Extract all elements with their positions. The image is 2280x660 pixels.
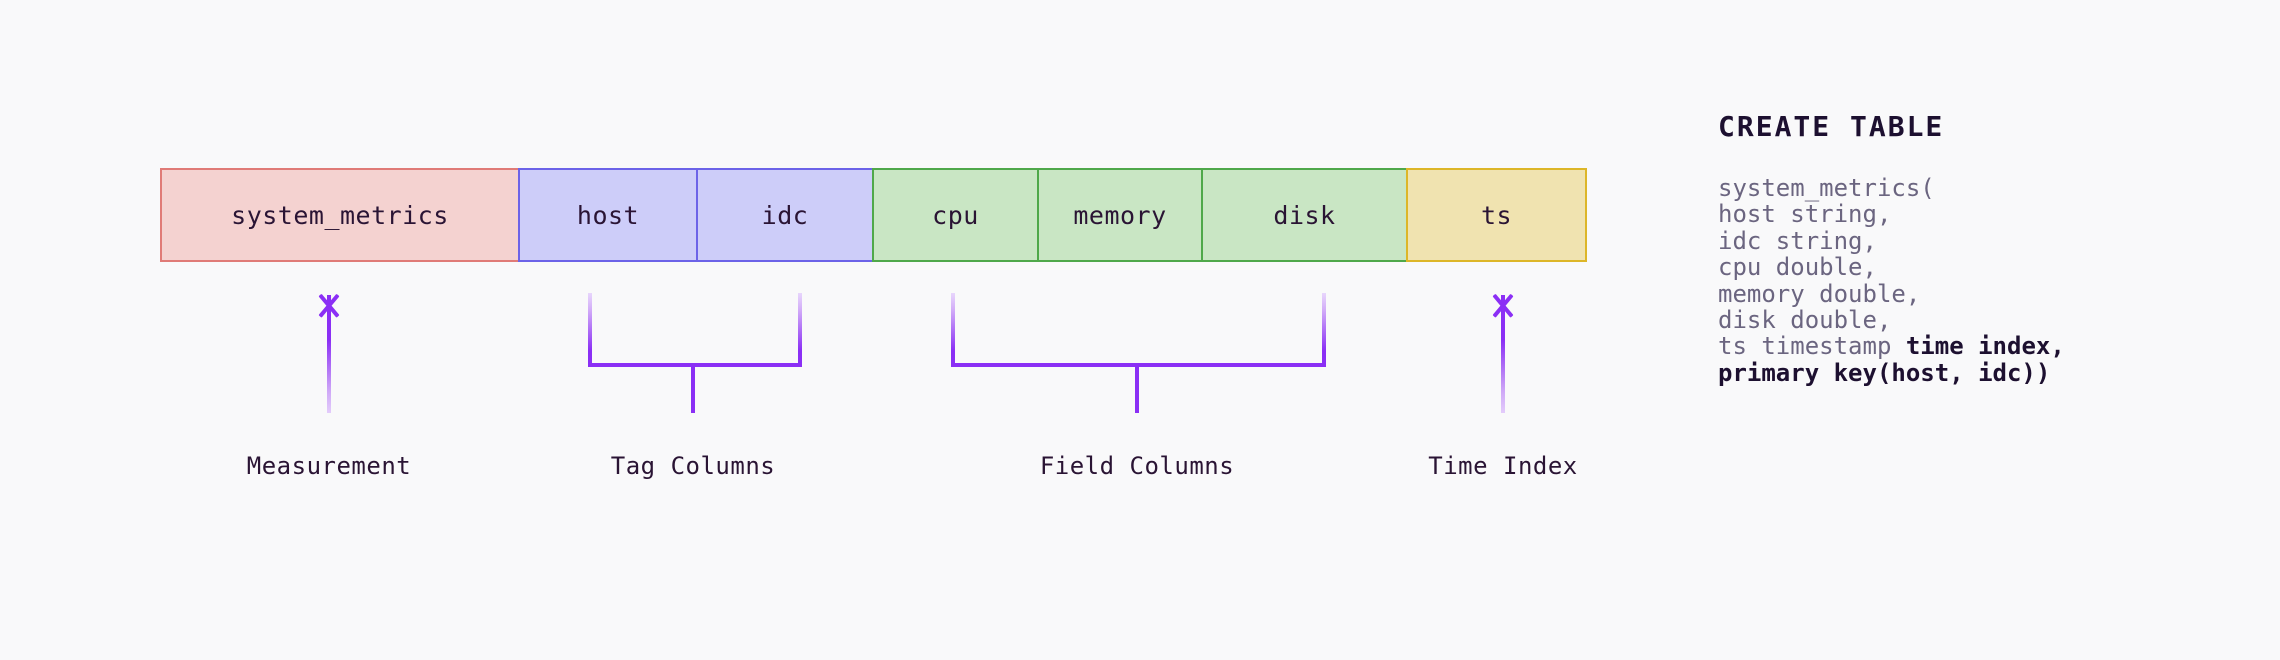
table-cell-label: cpu bbox=[932, 200, 979, 230]
table-cell-cpu: cpu bbox=[872, 168, 1039, 262]
arrow-head bbox=[1485, 293, 1521, 321]
table-cell-label: system_metrics bbox=[231, 200, 449, 230]
table-cell-system_metrics: system_metrics bbox=[160, 168, 520, 262]
caption-tag-columns: Tag Columns bbox=[610, 452, 776, 480]
bracket-stem bbox=[691, 367, 695, 413]
table-schema-row: system_metrics host idc cpu memory disk ts bbox=[160, 168, 1587, 262]
code-panel-title: CREATE TABLE bbox=[1718, 110, 1945, 143]
code-line: primary key(host, idc)) bbox=[1718, 360, 2238, 386]
bracket-bar bbox=[588, 363, 802, 367]
code-line: host string, bbox=[1718, 201, 2238, 227]
code-keyword: time index, bbox=[1905, 332, 2065, 361]
code-line: idc string, bbox=[1718, 228, 2238, 254]
table-cell-label: memory bbox=[1073, 200, 1167, 230]
bracket-leg-left bbox=[951, 293, 955, 367]
code-text: cpu double, bbox=[1718, 253, 1877, 282]
code-line: system_metrics( bbox=[1718, 175, 2238, 201]
code-text: idc string, bbox=[1718, 226, 1877, 255]
code-line: disk double, bbox=[1718, 307, 2238, 333]
code-panel-body: system_metrics(host string,idc string,cp… bbox=[1718, 175, 2238, 386]
caption-time-index: Time Index bbox=[1428, 452, 1578, 480]
bracket-leg-right bbox=[1322, 293, 1326, 367]
table-cell-label: idc bbox=[761, 200, 809, 230]
table-cell-host: host bbox=[518, 168, 698, 262]
bracket-leg-left bbox=[588, 293, 592, 367]
arrow-up-icon-time-index bbox=[1492, 293, 1514, 413]
table-cell-ts: ts bbox=[1406, 168, 1587, 262]
code-text: disk double, bbox=[1718, 306, 1892, 335]
bracket-stem bbox=[1135, 367, 1139, 413]
table-cell-disk: disk bbox=[1201, 168, 1408, 262]
code-line: cpu double, bbox=[1718, 254, 2238, 280]
code-line: ts timestamp time index, bbox=[1718, 333, 2238, 359]
bracket-bar bbox=[951, 363, 1326, 367]
bracket-connector-field-columns bbox=[951, 293, 1326, 413]
caption-field-columns: Field Columns bbox=[1039, 452, 1235, 480]
code-line: memory double, bbox=[1718, 279, 2238, 308]
table-cell-label: host bbox=[576, 200, 640, 230]
table-cell-idc: idc bbox=[696, 168, 874, 262]
arrow-head bbox=[311, 293, 347, 321]
bracket-leg-right bbox=[798, 293, 802, 367]
caption-measurement: Measurement bbox=[246, 452, 412, 480]
bracket-connector-tag-columns bbox=[588, 293, 802, 413]
create-table-panel: CREATE TABLE system_metrics(host string,… bbox=[1718, 110, 2238, 386]
table-cell-label: ts bbox=[1480, 200, 1513, 230]
arrow-up-icon-measurement bbox=[318, 293, 340, 413]
code-text: ts timestamp bbox=[1718, 332, 1906, 361]
table-cell-memory: memory bbox=[1037, 168, 1203, 262]
code-keyword: primary key(host, idc)) bbox=[1718, 358, 2051, 387]
table-cell-label: disk bbox=[1273, 200, 1336, 230]
arrow-shaft bbox=[327, 295, 331, 413]
code-text: memory double, bbox=[1718, 279, 1921, 308]
code-text: system_metrics( bbox=[1718, 174, 1935, 202]
arrow-shaft bbox=[1501, 295, 1505, 413]
code-text: host string, bbox=[1718, 200, 1892, 229]
